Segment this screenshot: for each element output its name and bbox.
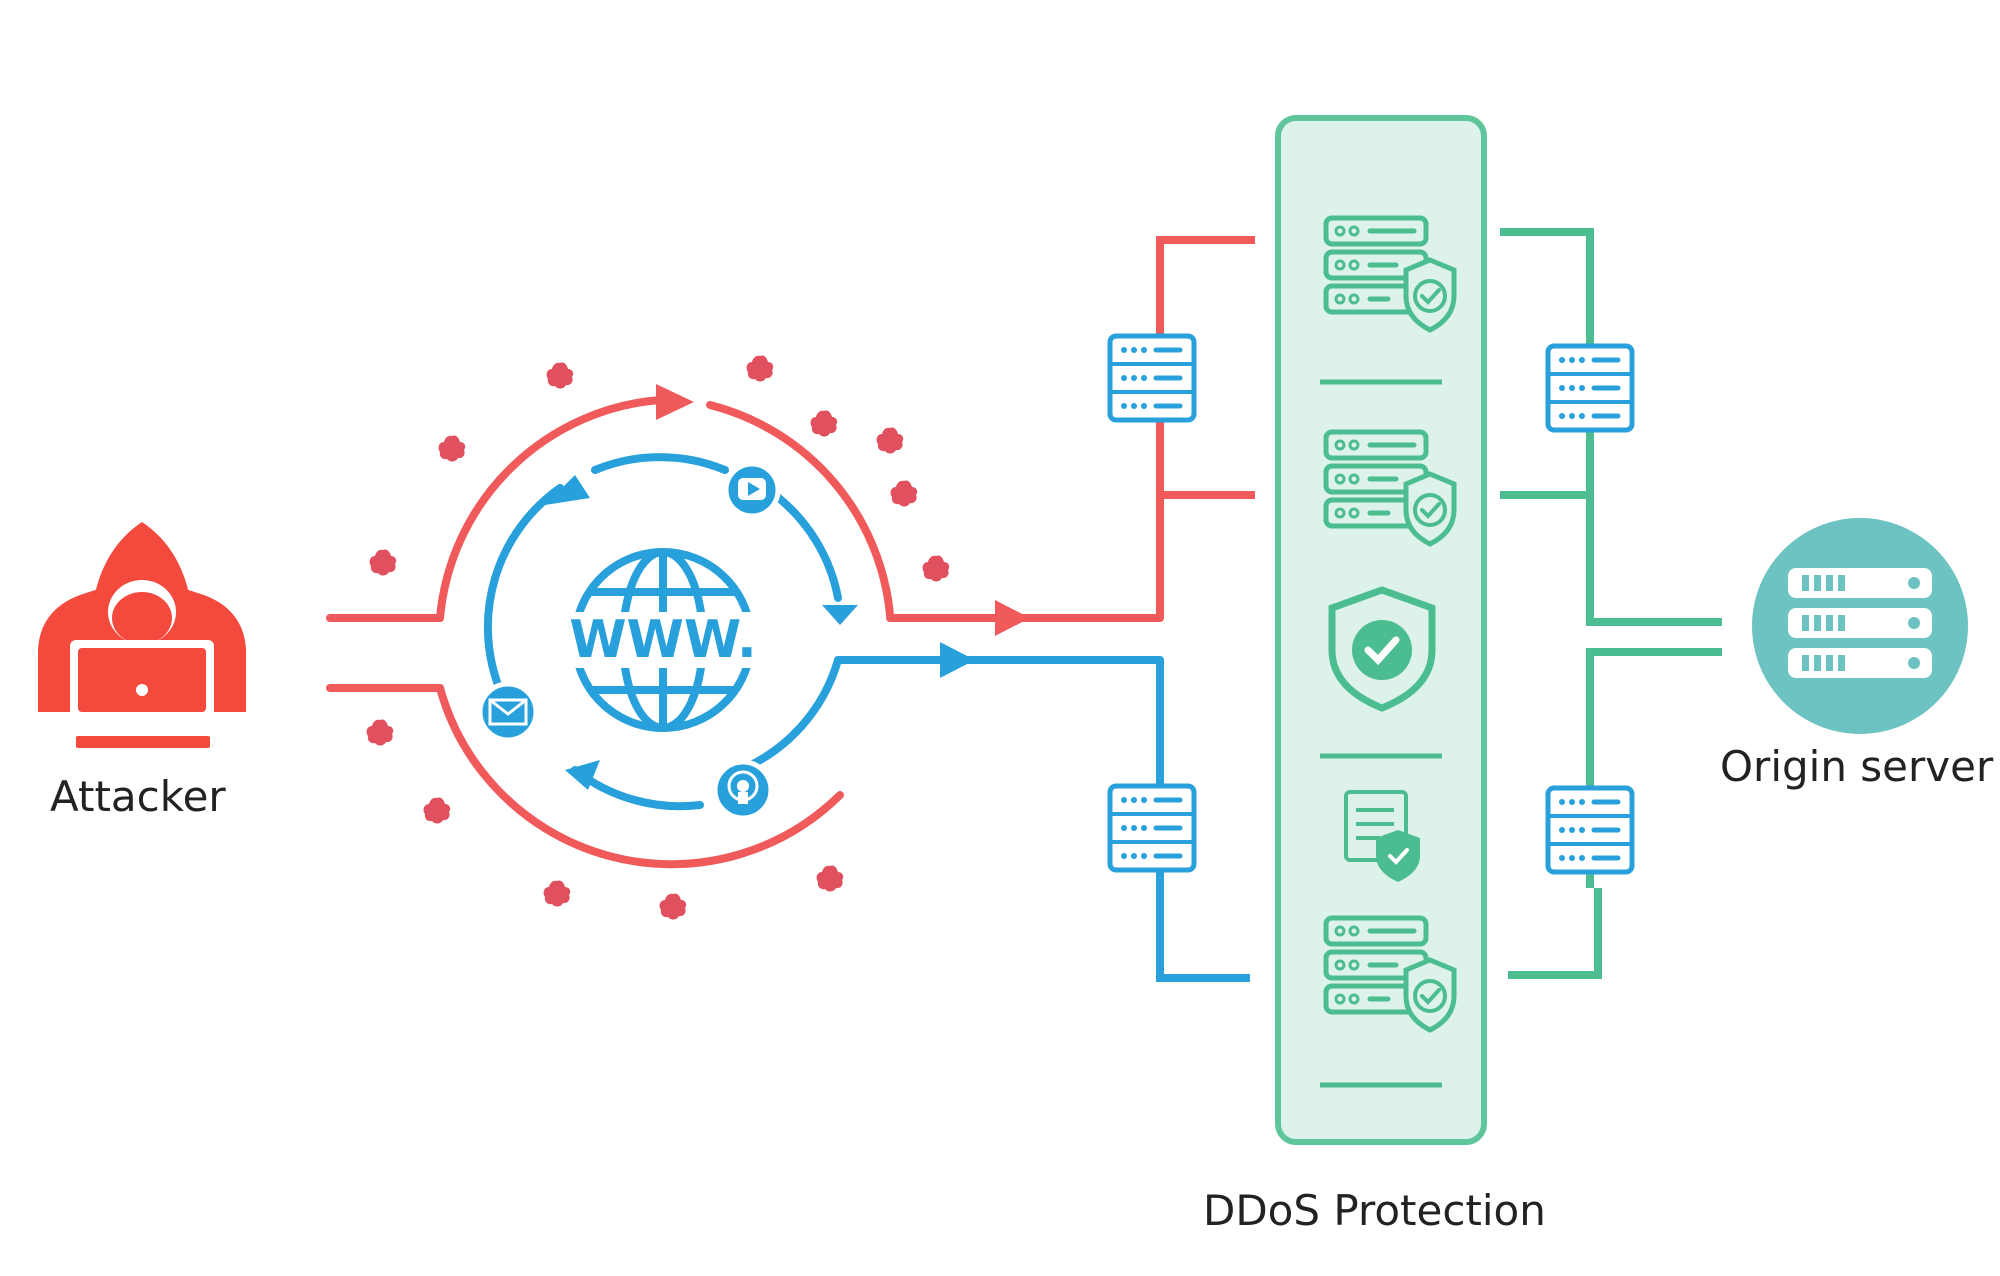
origin-server-icon <box>1752 518 1968 734</box>
ddos-protection-label: DDoS Protection <box>1203 1186 1546 1235</box>
blue-arrow-head-line <box>940 642 975 678</box>
hacker-laptop-icon <box>38 522 246 748</box>
panel-dividers <box>1320 379 1442 1088</box>
envelope-icon <box>477 681 539 743</box>
server-rack-icon <box>1110 336 1194 420</box>
blue-arrow-head-right <box>822 605 858 625</box>
attacker-label: Attacker <box>50 772 226 821</box>
document-shield-icon <box>1344 790 1420 882</box>
server-rack-icon <box>1548 788 1632 872</box>
video-play-icon <box>723 461 781 519</box>
shield-check-icon <box>1328 586 1436 712</box>
origin-server-label: Origin server <box>1720 742 1994 791</box>
blue-arrow-head-bottom <box>565 760 600 790</box>
red-arrow-head-top <box>656 384 694 420</box>
blue-feed-lines <box>1156 660 1250 982</box>
www-text: WWW. <box>569 610 757 670</box>
blue-arrow-head-top <box>545 475 590 505</box>
server-rack-icon <box>1110 786 1194 870</box>
red-arrow-head-right <box>995 600 1030 636</box>
red-feed-lines <box>1156 236 1255 618</box>
server-rack-icon <box>1548 346 1632 430</box>
attack-traffic-ring <box>326 396 1164 869</box>
broadcast-icon <box>712 759 774 821</box>
